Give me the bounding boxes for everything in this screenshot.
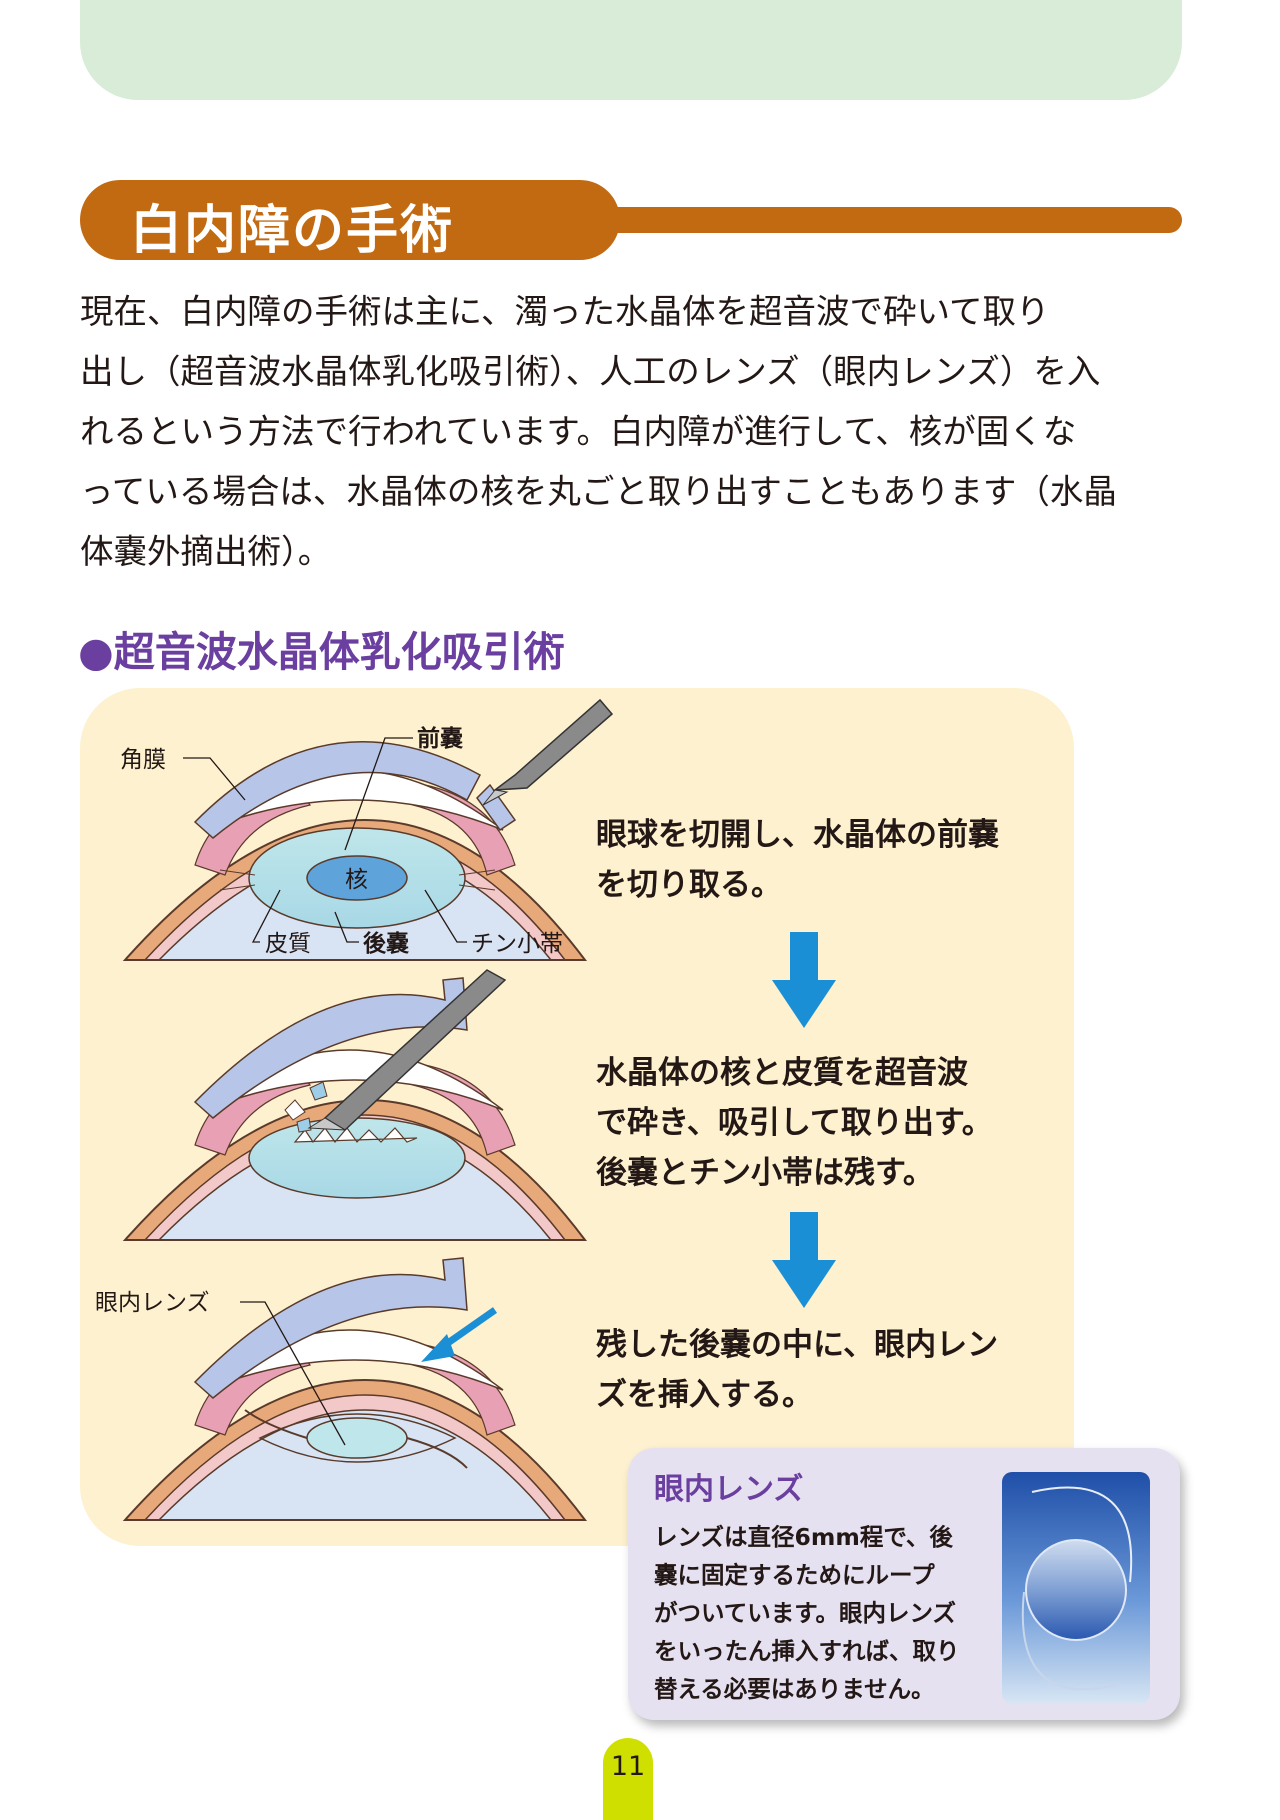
lens-info-line: レンズは直径6mm程で、後	[654, 1523, 953, 1551]
section-title: 白内障の手術	[130, 200, 455, 261]
step-line: を切り取る。	[596, 867, 782, 903]
label-zonule: チン小帯	[471, 931, 563, 957]
label-nucleus: 核	[345, 867, 368, 893]
eye-step-3: 眼内レンズ	[95, 1257, 588, 1521]
lens-info-body: レンズは直径6mm程で、後 嚢に固定するためにループ がついています。眼内レンズ…	[654, 1518, 994, 1708]
label-posterior-capsule: 後嚢	[363, 930, 409, 957]
label-cornea: 角膜	[120, 747, 166, 773]
intraocular-lens-photo	[1002, 1472, 1150, 1704]
label-anterior-capsule: 前嚢	[417, 725, 463, 752]
step-line: 後嚢とチン小帯は残す。	[596, 1155, 934, 1191]
step-line: 水晶体の核と皮質を超音波	[596, 1055, 968, 1091]
intro-line: 出し（超音波水晶体乳化吸引術）、人工のレンズ（眼内レンズ）を入	[80, 352, 1101, 391]
step-line: 眼球を切開し、水晶体の前嚢	[596, 817, 999, 853]
lens-info-box: 眼内レンズ レンズは直径6mm程で、後 嚢に固定するためにループ がついています…	[628, 1448, 1180, 1720]
bullet-icon: ●	[78, 628, 114, 676]
lens-info-line: をいったん挿入すれば、取り	[654, 1637, 960, 1665]
subsection-heading: ●超音波水晶体乳化吸引術	[78, 618, 565, 678]
intro-paragraph: 現在、白内障の手術は主に、濁った水晶体を超音波で砕いて取り 出し（超音波水晶体乳…	[80, 282, 1190, 582]
step-1-text: 眼球を切開し、水晶体の前嚢 を切り取る。	[596, 810, 1066, 910]
arrow-down-icon	[772, 932, 836, 1028]
heading-rule	[600, 207, 1182, 233]
step-2-text: 水晶体の核と皮質を超音波 で砕き、吸引して取り出す。 後嚢とチン小帯は残す。	[596, 1048, 1066, 1198]
intro-line: 現在、白内障の手術は主に、濁った水晶体を超音波で砕いて取り	[80, 292, 1050, 331]
eye-step-2	[122, 969, 588, 1241]
lens-info-line: がついています。眼内レンズ	[654, 1599, 956, 1627]
arrow-down-icon	[772, 1212, 836, 1308]
top-banner	[80, 0, 1182, 100]
heading-pill	[80, 180, 620, 260]
lens-info-title: 眼内レンズ	[654, 1472, 804, 1507]
intro-line: れるという方法で行われています。白内障が進行して、核が固くな	[80, 412, 1077, 451]
section-heading: 白内障の手術	[80, 180, 1182, 261]
lens-info-line: 嚢に固定するためにループ	[654, 1561, 935, 1589]
step-line: 残した後嚢の中に、眼内レン	[596, 1327, 999, 1363]
step-line: ズを挿入する。	[596, 1377, 813, 1413]
step-3-text: 残した後嚢の中に、眼内レン ズを挿入する。	[596, 1320, 1066, 1420]
eye-diagram: 角膜 前嚢 核 皮質 後嚢 チン小帯	[95, 698, 614, 1521]
label-cortex: 皮質	[265, 931, 311, 957]
eye-step-1: 角膜 前嚢 核 皮質 後嚢 チン小帯	[120, 698, 614, 961]
subsection-title: 超音波水晶体乳化吸引術	[113, 628, 565, 676]
lens-info-line: 替える必要はありません。	[654, 1675, 935, 1703]
page-number: 11	[603, 1738, 653, 1820]
intro-line: っている場合は、水晶体の核を丸ごと取り出すこともあります（水晶	[80, 472, 1117, 511]
label-iol: 眼内レンズ	[95, 1290, 210, 1316]
intro-line: 体嚢外摘出術）。	[80, 532, 332, 571]
step-line: で砕き、吸引して取り出す。	[596, 1105, 993, 1141]
